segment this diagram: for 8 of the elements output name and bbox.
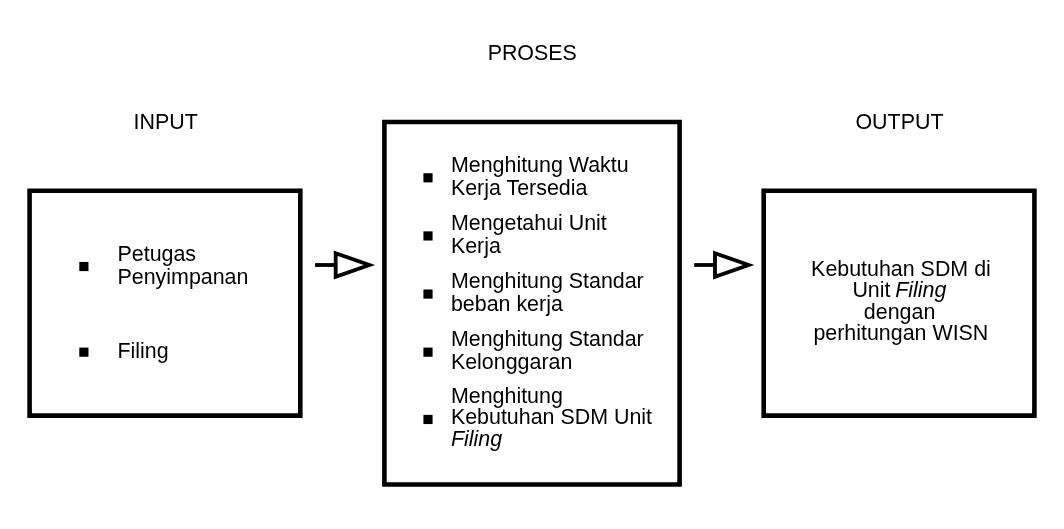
arrow bbox=[315, 250, 376, 279]
node-box: Kebutuhan SDM di Unit Filing dengan perhitungan WISN bbox=[761, 188, 1037, 418]
node-box: Petugas Penyimpanan Filing bbox=[27, 188, 303, 418]
node-label: INPUT bbox=[133, 109, 198, 134]
node-label: PROSES bbox=[487, 40, 577, 65]
node-label: OUTPUT bbox=[855, 109, 944, 134]
arrow bbox=[694, 250, 755, 279]
node-box: Menghitung Waktu Kerja Tersedia Mengetahui Unit Kerja Menghitung Standar beban kerja Menghitung Standar Kelonggaran Menghitung Kebutuhan SDM Unit Filing bbox=[382, 119, 682, 487]
